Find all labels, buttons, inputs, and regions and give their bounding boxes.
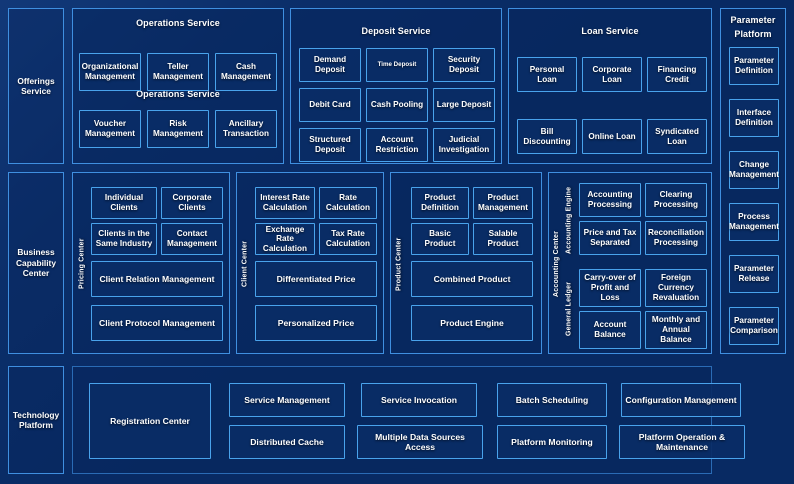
panel-accounting-center: Accounting Center Accounting Engine Acco… [548,172,712,354]
box-product-engine[interactable]: Product Engine [411,305,533,341]
panel-client-center-label-text: Client Center [241,240,249,288]
rail-offerings-service-label: Offerings Service [17,75,55,97]
box-tax-rate-calculation[interactable]: Tax Rate Calculation [319,223,377,255]
box-ancillary-transaction[interactable]: Ancillary Transaction [215,110,277,148]
panel-operations-service-title: Operations Service [136,18,220,28]
box-personal-loan[interactable]: Personal Loan [517,57,577,92]
subgroup-accounting-engine: Accounting Engine Accounting Processing … [563,179,709,261]
subgroup-accounting-engine-label-text: Accounting Engine [565,186,573,254]
box-financing-credit[interactable]: Financing Credit [647,57,707,92]
box-basic-product[interactable]: Basic Product [411,223,469,255]
box-differentiated-price[interactable]: Differentiated Price [255,261,377,297]
box-product-management[interactable]: Product Management [473,187,533,219]
box-teller-management[interactable]: Teller Management [147,53,209,91]
box-monthly-and-annual-balance[interactable]: Monthly and Annual Balance [645,311,707,349]
box-batch-scheduling[interactable]: Batch Scheduling [497,383,607,417]
box-salable-product[interactable]: Salable Product [473,223,533,255]
box-exchange-rate-calculation[interactable]: Exchange Rate Calculation [255,223,315,255]
panel-parameter-platform-title-line2: Platform [734,29,772,39]
panel-parameter-platform-title-line1: Parameter [730,15,776,25]
box-accounting-processing[interactable]: Accounting Processing [579,183,641,217]
box-organizational-management[interactable]: Organizational Management [79,53,141,91]
box-distributed-cache[interactable]: Distributed Cache [229,425,345,459]
box-foreign-currency-revaluation[interactable]: Foreign Currency Revaluation [645,269,707,307]
box-cash-pooling[interactable]: Cash Pooling [366,88,428,122]
box-account-restriction[interactable]: Account Restriction [366,128,428,162]
rail-business-capability-center-label: Business Capability Center [15,247,57,279]
box-demand-deposit[interactable]: Demand Deposit [299,48,361,82]
box-voucher-management[interactable]: Voucher Management [79,110,141,148]
box-contact-management[interactable]: Contact Management [161,223,223,255]
panel-technology-platform: Registration Center Service Management D… [72,366,745,474]
box-product-definition[interactable]: Product Definition [411,187,469,219]
panel-accounting-center-label-text: Accounting Center [553,231,560,298]
box-individual-clients[interactable]: Individual Clients [91,187,157,219]
box-service-invocation[interactable]: Service Invocation [361,383,477,417]
box-clearing-processing[interactable]: Clearing Processing [645,183,707,217]
box-time-deposit[interactable]: Time Deposit [366,48,428,82]
box-rate-calculation[interactable]: Rate Calculation [319,187,377,219]
box-carry-over-of-profit-and-loss[interactable]: Carry-over of Profit and Loss [579,269,641,307]
box-platform-operation-maintenance[interactable]: Platform Operation & Maintenance [619,425,745,459]
box-corporate-loan[interactable]: Corporate Loan [582,57,642,92]
panel-operations-service-subtitle: Operations Service [136,89,220,99]
box-change-management[interactable]: Change Management [729,151,779,189]
box-online-loan[interactable]: Online Loan [582,119,642,154]
panel-product-center: Product Center Product Definition Produc… [390,172,542,354]
panel-loan-service-title: Loan Service [581,26,639,36]
box-parameter-release[interactable]: Parameter Release [729,255,779,293]
panel-product-center-label-text: Product Center [395,237,403,291]
box-large-deposit[interactable]: Large Deposit [433,88,495,122]
box-interface-definition[interactable]: Interface Definition [729,99,779,137]
subgroup-accounting-engine-label: Accounting Engine [563,179,575,261]
subgroup-general-ledger-label: General Ledger [563,267,575,351]
panel-pricing-center: Pricing Center Individual Clients Corpor… [72,172,230,354]
box-structured-deposit[interactable]: Structured Deposit [299,128,361,162]
box-corporate-clients[interactable]: Corporate Clients [161,187,223,219]
box-service-management[interactable]: Service Management [229,383,345,417]
box-price-and-tax-separated[interactable]: Price and Tax Separated [579,221,641,255]
panel-loan-service: Loan Service Personal Loan Corporate Loa… [508,8,712,164]
rail-technology-platform: Technology Platform [8,366,64,474]
box-client-protocol-management[interactable]: Client Protocol Management [91,305,223,341]
rail-technology-platform-label: Technology Platform [12,409,60,431]
box-risk-management[interactable]: Risk Management [147,110,209,148]
rail-business-capability-center: Business Capability Center [8,172,64,354]
box-registration-center[interactable]: Registration Center [89,383,211,459]
rail-offerings-service: Offerings Service [8,8,64,164]
box-parameter-definition[interactable]: Parameter Definition [729,47,779,85]
panel-accounting-center-label: Accounting Center [551,173,562,355]
panel-product-center-label: Product Center [393,173,405,355]
box-syndicated-loan[interactable]: Syndicated Loan [647,119,707,154]
box-interest-rate-calculation[interactable]: Interest Rate Calculation [255,187,315,219]
box-multiple-data-sources-access[interactable]: Multiple Data Sources Access [357,425,483,459]
box-process-management[interactable]: Process Management [729,203,779,241]
panel-deposit-service: Deposit Service Demand Deposit Time Depo… [290,8,502,164]
box-clients-same-industry[interactable]: Clients in the Same Industry [91,223,157,255]
panel-pricing-center-label: Pricing Center [76,173,88,355]
box-personalized-price[interactable]: Personalized Price [255,305,377,341]
subgroup-general-ledger-label-text: General Ledger [565,281,573,337]
box-configuration-management[interactable]: Configuration Management [621,383,741,417]
box-client-relation-management[interactable]: Client Relation Management [91,261,223,297]
box-parameter-comparison[interactable]: Parameter Comparison [729,307,779,345]
subgroup-general-ledger: General Ledger Carry-over of Profit and … [563,267,709,351]
box-combined-product[interactable]: Combined Product [411,261,533,297]
box-cash-management[interactable]: Cash Management [215,53,277,91]
box-platform-monitoring[interactable]: Platform Monitoring [497,425,607,459]
panel-pricing-center-label-text: Pricing Center [78,238,86,290]
box-judicial-investigation[interactable]: Judicial Investigation [433,128,495,162]
panel-client-center-label: Client Center [239,173,251,355]
panel-deposit-service-title: Deposit Service [361,26,431,36]
panel-operations-service: Operations Service Operations Service Or… [72,8,284,164]
panel-client-center: Client Center Interest Rate Calculation … [236,172,384,354]
box-account-balance[interactable]: Account Balance [579,311,641,349]
box-reconciliation-processing[interactable]: Reconciliation Processing [645,221,707,255]
box-bill-discounting[interactable]: Bill Discounting [517,119,577,154]
box-debit-card[interactable]: Debit Card [299,88,361,122]
panel-parameter-platform: Parameter Platform Parameter Definition … [720,8,786,354]
box-security-deposit[interactable]: Security Deposit [433,48,495,82]
